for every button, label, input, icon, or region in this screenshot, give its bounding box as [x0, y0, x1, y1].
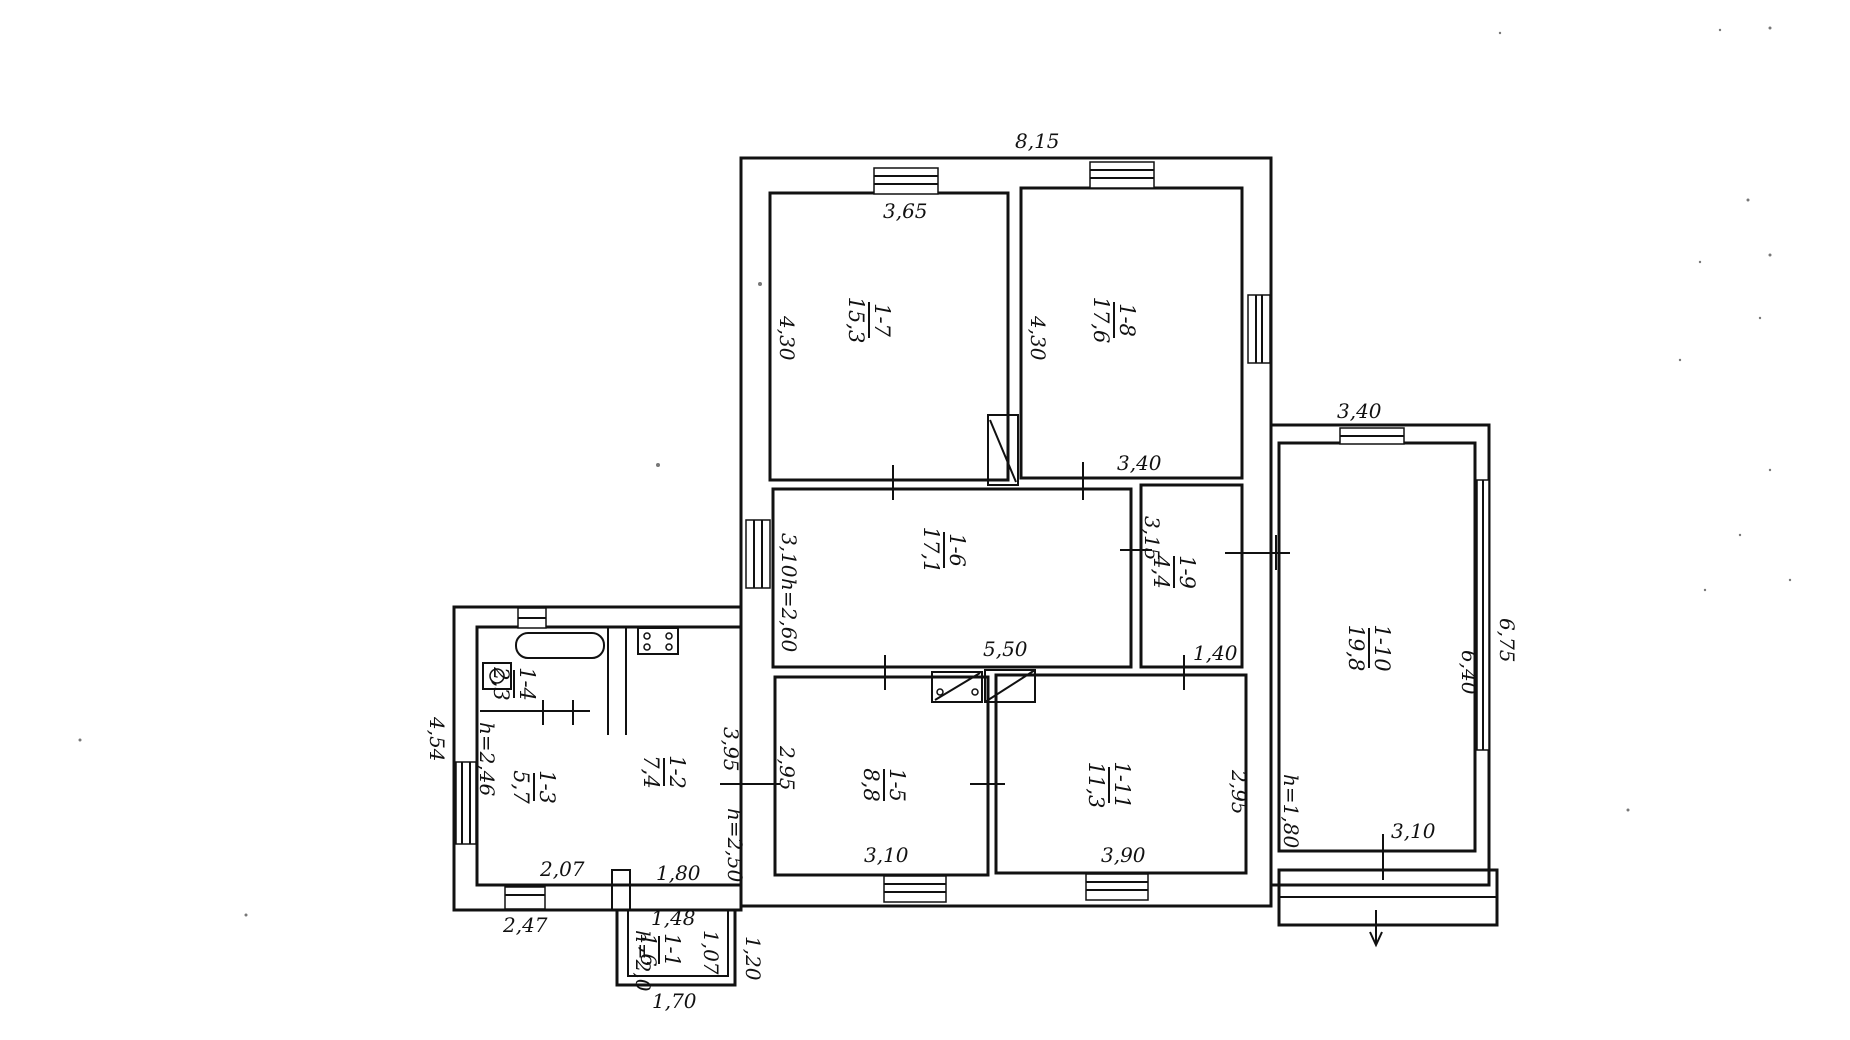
dim-r19-bottom: 1,40 — [1193, 641, 1238, 665]
dim-porch-inner: 1,07 — [699, 930, 723, 975]
dim-porch-outer: 1,20 — [741, 936, 765, 981]
room-id: 1-9 — [1175, 555, 1199, 589]
dim-annex-bottom: 2,47 — [502, 913, 548, 937]
dim-porch-top: 1,48 — [651, 906, 696, 930]
room-1-6-wall — [771, 487, 1133, 669]
dim-annex-h: h=2,46 — [475, 722, 499, 796]
room-area: 2,3 — [489, 666, 513, 700]
room-id: 1-8 — [1115, 303, 1139, 337]
room-label-1-8: 1-8 17,6 — [1089, 297, 1139, 344]
dim-r18-bottom: 3,40 — [1117, 451, 1162, 475]
room-area: 4,4 — [1149, 554, 1173, 588]
room-id: 1-1 — [660, 933, 684, 967]
dim-r18-left: 4,30 — [1026, 315, 1050, 361]
dim-r19-left: 3,15 — [1140, 516, 1164, 561]
room-1-9-wall — [1139, 483, 1244, 669]
room-area: 17,6 — [1089, 297, 1113, 344]
room-label-1-5: 1-5 8,8 — [859, 768, 909, 802]
left-annex-walls — [452, 605, 743, 987]
window-1-3-bottom — [504, 886, 546, 910]
room-label-1-2: 1-2 7,4 — [639, 755, 689, 789]
door-ticks — [480, 462, 1384, 880]
dim-r111-bottom: 3,90 — [1101, 843, 1146, 867]
window-1-6 — [745, 519, 771, 589]
dimension-labels: 8,15 3,65 4,30 4,30 3,40 3,40 3,10 h=2,6… — [425, 129, 1519, 1013]
window-1-5 — [883, 875, 947, 903]
room-labels: 1-7 15,3 1-8 17,6 1-6 17,1 1-9 4,4 1-10 … — [489, 297, 1394, 967]
dim-r12-bottom: 1,80 — [656, 861, 701, 885]
room-1-5-wall — [773, 675, 990, 877]
dim-r15-left: 2,95 — [775, 745, 799, 791]
room-area: 5,7 — [509, 770, 533, 804]
room-id: 1-4 — [515, 667, 539, 701]
porch-inner-wall — [627, 909, 729, 977]
room-label-1-10: 1-10 19,8 — [1344, 624, 1394, 671]
room-label-1-11: 1-11 11,3 — [1084, 761, 1134, 808]
main-outer-wall — [739, 156, 1273, 908]
main-house-walls — [739, 156, 1273, 908]
scan-noise — [78, 26, 1792, 917]
room-label-1-3: 1-3 5,7 — [509, 770, 559, 804]
room-area: 17,1 — [919, 527, 943, 574]
window-1-8 — [1089, 161, 1155, 189]
dim-r15-bottom: 3,10 — [864, 843, 909, 867]
dim-porch-bottom: 1,70 — [652, 989, 697, 1013]
room-label-1-6: 1-6 17,1 — [919, 527, 969, 574]
room-label-1-1: 1-1 1,6 — [636, 933, 684, 967]
dim-r111-right: 2,95 — [1227, 769, 1251, 815]
room-area: 15,3 — [844, 297, 868, 344]
room-id: 1-3 — [535, 770, 559, 804]
dim-r110-h: h=1,80 — [1279, 774, 1303, 848]
dim-r110-top: 3,40 — [1337, 399, 1382, 423]
dim-r13-bottom: 2,07 — [539, 857, 585, 881]
room-area: 1,6 — [636, 933, 660, 966]
room-id: 1-6 — [945, 533, 969, 567]
windows — [455, 161, 1490, 910]
room-id: 1-2 — [665, 755, 689, 789]
room-area: 19,8 — [1344, 625, 1368, 672]
room-id: 1-7 — [870, 303, 894, 337]
dim-annex-right-h: h=2,50 — [723, 808, 747, 882]
window-1-7 — [873, 167, 939, 195]
porch-door-jamb — [611, 869, 631, 911]
room-label-1-7: 1-7 15,3 — [844, 297, 894, 344]
dim-r16-bottom: 5,50 — [983, 637, 1028, 661]
dim-r17-top: 3,65 — [883, 199, 928, 223]
room-id: 1-5 — [885, 768, 909, 802]
window-1-8-side — [1247, 294, 1271, 364]
dim-r110-outer: 6,75 — [1495, 618, 1519, 663]
room-id: 1-10 — [1370, 624, 1394, 671]
room-id: 1-11 — [1110, 761, 1134, 808]
room-area: 7,4 — [639, 755, 663, 788]
dim-r17-left: 4,30 — [775, 315, 799, 361]
window-1-11 — [1085, 873, 1149, 901]
dim-r16-left: 3,10 — [777, 533, 801, 578]
bathtub — [515, 632, 605, 659]
dim-r110-inner: 6,40 — [1457, 650, 1481, 695]
stair-box-lower-left — [931, 671, 983, 703]
room-1-11-wall — [994, 673, 1248, 875]
stair-box-lower-right — [984, 669, 1036, 703]
room-label-1-9: 1-9 4,4 — [1149, 554, 1199, 589]
room-label-1-4: 1-4 2,3 — [489, 666, 539, 701]
dim-annex-right: 3,95 — [719, 727, 743, 772]
dim-top-total: 8,15 — [1015, 129, 1060, 153]
room-area: 11,3 — [1084, 762, 1108, 809]
dim-r110-bottom: 3,10 — [1391, 819, 1436, 843]
dim-r16-h: h=2,60 — [777, 578, 801, 652]
sink — [482, 662, 512, 690]
stair-box-upper — [987, 414, 1019, 486]
dim-annex-height: 4,54 — [425, 716, 449, 762]
room-area: 8,8 — [859, 768, 883, 801]
window-1-3 — [455, 761, 477, 845]
stove — [637, 627, 679, 655]
dim-porch-h: h=2,0 — [631, 930, 655, 992]
